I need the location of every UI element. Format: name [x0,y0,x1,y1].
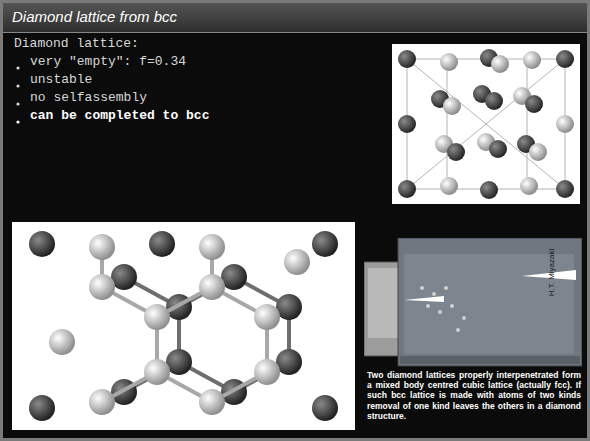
atom [89,389,115,415]
bullet [16,120,19,123]
atoms [398,49,574,199]
atom [312,231,338,257]
bcc-lattice-figure [392,44,580,204]
atom [398,50,416,68]
atom [199,389,225,415]
atom [144,359,170,385]
bullet-item: unstable [30,72,92,87]
slide-title: Diamond lattice from bcc [12,8,177,25]
atom [529,143,547,161]
atom [440,177,458,195]
dot [438,310,442,314]
atom [443,97,461,115]
dot [462,316,466,320]
atom [254,359,280,385]
dot [432,292,436,296]
atom [520,177,538,195]
atom [144,304,170,330]
atom [556,115,574,133]
atom [523,51,541,69]
atom [149,231,175,257]
atom [556,180,574,198]
atom [284,249,310,275]
dot [456,328,460,332]
bullet [16,84,19,87]
light-atoms [49,234,310,415]
figure-caption: Two diamond lattices properly interpenet… [367,370,581,421]
atom [398,180,416,198]
light-bonds [102,247,267,402]
atom [199,274,225,300]
bullet-item: can be completed to bcc [30,108,209,123]
atom [525,95,543,113]
atom [49,329,75,355]
dot [450,304,454,308]
atom [89,274,115,300]
atom [254,304,280,330]
panel-ground [12,222,355,430]
atom [312,395,338,421]
atom [29,231,55,257]
atom [398,115,416,133]
dot [426,304,430,308]
atom [89,234,115,260]
atom [485,92,503,110]
dark-atoms [29,231,338,421]
credit-label: H.T. Miyazaki [547,249,556,297]
micro-dots [420,286,466,332]
bullet [16,66,19,69]
atom [447,143,465,161]
bullet-item: very "empty": f=0.34 [30,54,186,69]
list-heading: Diamond lattice: [14,36,139,51]
status-strip [400,356,580,364]
atom [480,181,498,199]
atom [29,395,55,421]
atom [491,55,509,73]
bullet [16,102,19,105]
diamond-lattice-figure [12,222,355,430]
bullet-item: no selfassembly [30,90,147,105]
cube-edge [447,59,448,189]
atom [489,140,507,158]
cube-edges [407,59,565,189]
atom [199,234,225,260]
cube-edge [527,59,528,189]
atom [556,50,574,68]
dot [444,286,448,290]
atom [440,53,458,71]
cube-edge [407,59,565,189]
screen-right [398,238,582,366]
dot [420,286,424,290]
panel-ground [392,44,580,204]
probe-tip [404,296,444,302]
